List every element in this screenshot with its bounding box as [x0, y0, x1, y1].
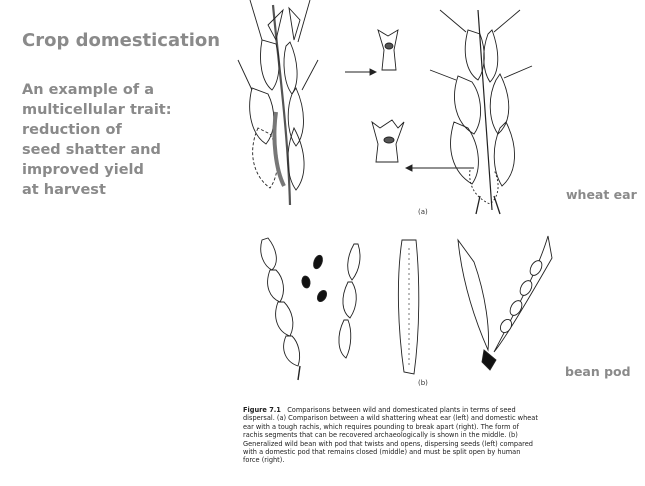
figure-caption: Figure 7.1 Comparisons between wild and …	[243, 406, 638, 465]
wild-wheat-ear-drawing	[238, 0, 318, 205]
subtitle-line: at harvest	[22, 180, 222, 200]
figure-label-a: (a)	[418, 208, 428, 216]
domestic-wheat-ear-drawing	[430, 10, 532, 214]
caption-line: Generalized wild bean with pod that twis…	[243, 440, 638, 448]
domestic-closed-pod-drawing	[398, 240, 418, 374]
figure-label-b: (b)	[418, 379, 428, 387]
wheat-ear-label: wheat ear	[566, 187, 637, 202]
arrow-wild-to-segment	[345, 69, 376, 75]
caption-line: ear with a tough rachis, which requires …	[243, 423, 638, 431]
caption-first-line-text: Comparisons between wild and domesticate…	[287, 406, 515, 414]
subtitle-line: reduction of	[22, 120, 222, 140]
slide-subtitle: An example of a multicellular trait: red…	[22, 80, 222, 200]
caption-line: force (right).	[243, 456, 638, 464]
caption-line: dispersal. (a) Comparison between a wild…	[243, 414, 638, 422]
caption-line: Figure 7.1 Comparisons between wild and …	[243, 406, 638, 414]
subtitle-line: seed shatter and	[22, 140, 222, 160]
caption-line: with a domestic pod that remains closed …	[243, 448, 638, 456]
bean-pod-label: bean pod	[565, 364, 631, 379]
subtitle-line: An example of a	[22, 80, 222, 100]
rachis-segments-drawing	[372, 30, 404, 162]
wild-bean-pod-drawing	[261, 238, 360, 380]
arrow-domestic-to-segment	[406, 165, 474, 171]
slide-title: Crop domestication	[22, 30, 220, 51]
figure-number: Figure 7.1	[243, 406, 281, 414]
subtitle-line: multicellular trait:	[22, 100, 222, 120]
subtitle-line: improved yield	[22, 160, 222, 180]
caption-line: rachis segments that can be recovered ar…	[243, 431, 638, 439]
opened-pod-drawing	[458, 236, 552, 370]
